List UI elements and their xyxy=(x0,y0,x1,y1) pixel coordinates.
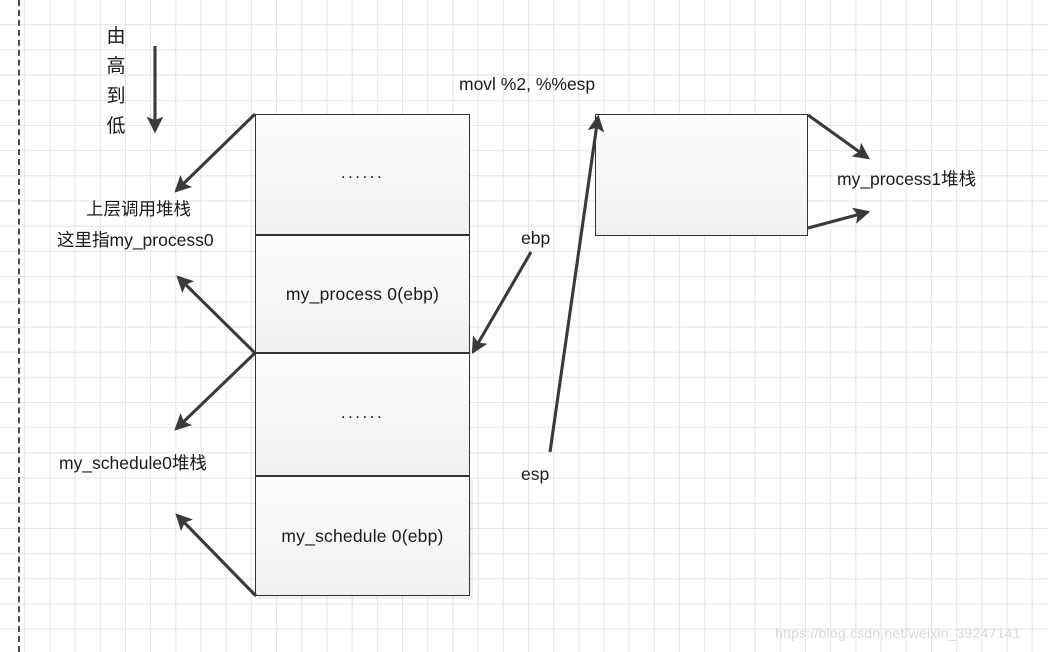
arrow-to-upper-caller xyxy=(174,112,257,193)
arrow-divider-up-left xyxy=(176,275,257,355)
arrow-ebp-pointer xyxy=(471,251,533,355)
label-upper-caller-line1: 上层调用堆栈 xyxy=(86,199,191,219)
direction-char-2: 到 xyxy=(106,86,126,107)
arrow-divider-down-left xyxy=(174,351,257,431)
direction-char-1: 高 xyxy=(106,56,126,77)
direction-char-0: 由 xyxy=(106,26,126,47)
stack-segment-ellipsis-bottom: ...... xyxy=(255,353,470,476)
arrow-to-schedule-stack xyxy=(175,513,258,598)
stack-segment-ellipsis-top: ...... xyxy=(255,114,470,235)
direction-label-high-to-low: 由 高 到 低 xyxy=(104,22,128,142)
watermark: https://blog.csdn.net/weixin_39247141 xyxy=(775,625,1021,641)
page-margin-dashed-line xyxy=(18,0,20,652)
arrow-process1-top xyxy=(807,113,870,160)
stack-segment-label: my_process 0(ebp) xyxy=(285,283,440,304)
label-process1-stack: my_process1堆栈 xyxy=(837,169,977,189)
label-instruction-movl: movl %2, %%esp xyxy=(459,74,596,94)
label-ebp: ebp xyxy=(521,228,551,248)
label-schedule-stack: my_schedule0堆栈 xyxy=(59,453,207,473)
direction-char-3: 低 xyxy=(106,116,126,137)
right-stack-box-my-process1 xyxy=(595,114,808,236)
stack-segment-label: ...... xyxy=(340,162,385,182)
stack-segment-my-schedule-ebp: my_schedule 0(ebp) xyxy=(255,476,470,596)
stack-segment-label: my_schedule 0(ebp) xyxy=(281,525,444,546)
stack-segment-label: ...... xyxy=(340,402,385,422)
arrow-esp-pointer xyxy=(548,114,605,453)
label-esp: esp xyxy=(521,464,550,484)
arrow-process1-bottom xyxy=(807,207,871,230)
label-upper-caller-line2: 这里指my_process0 xyxy=(57,230,214,250)
stack-segment-my-process-ebp: my_process 0(ebp) xyxy=(255,235,470,353)
